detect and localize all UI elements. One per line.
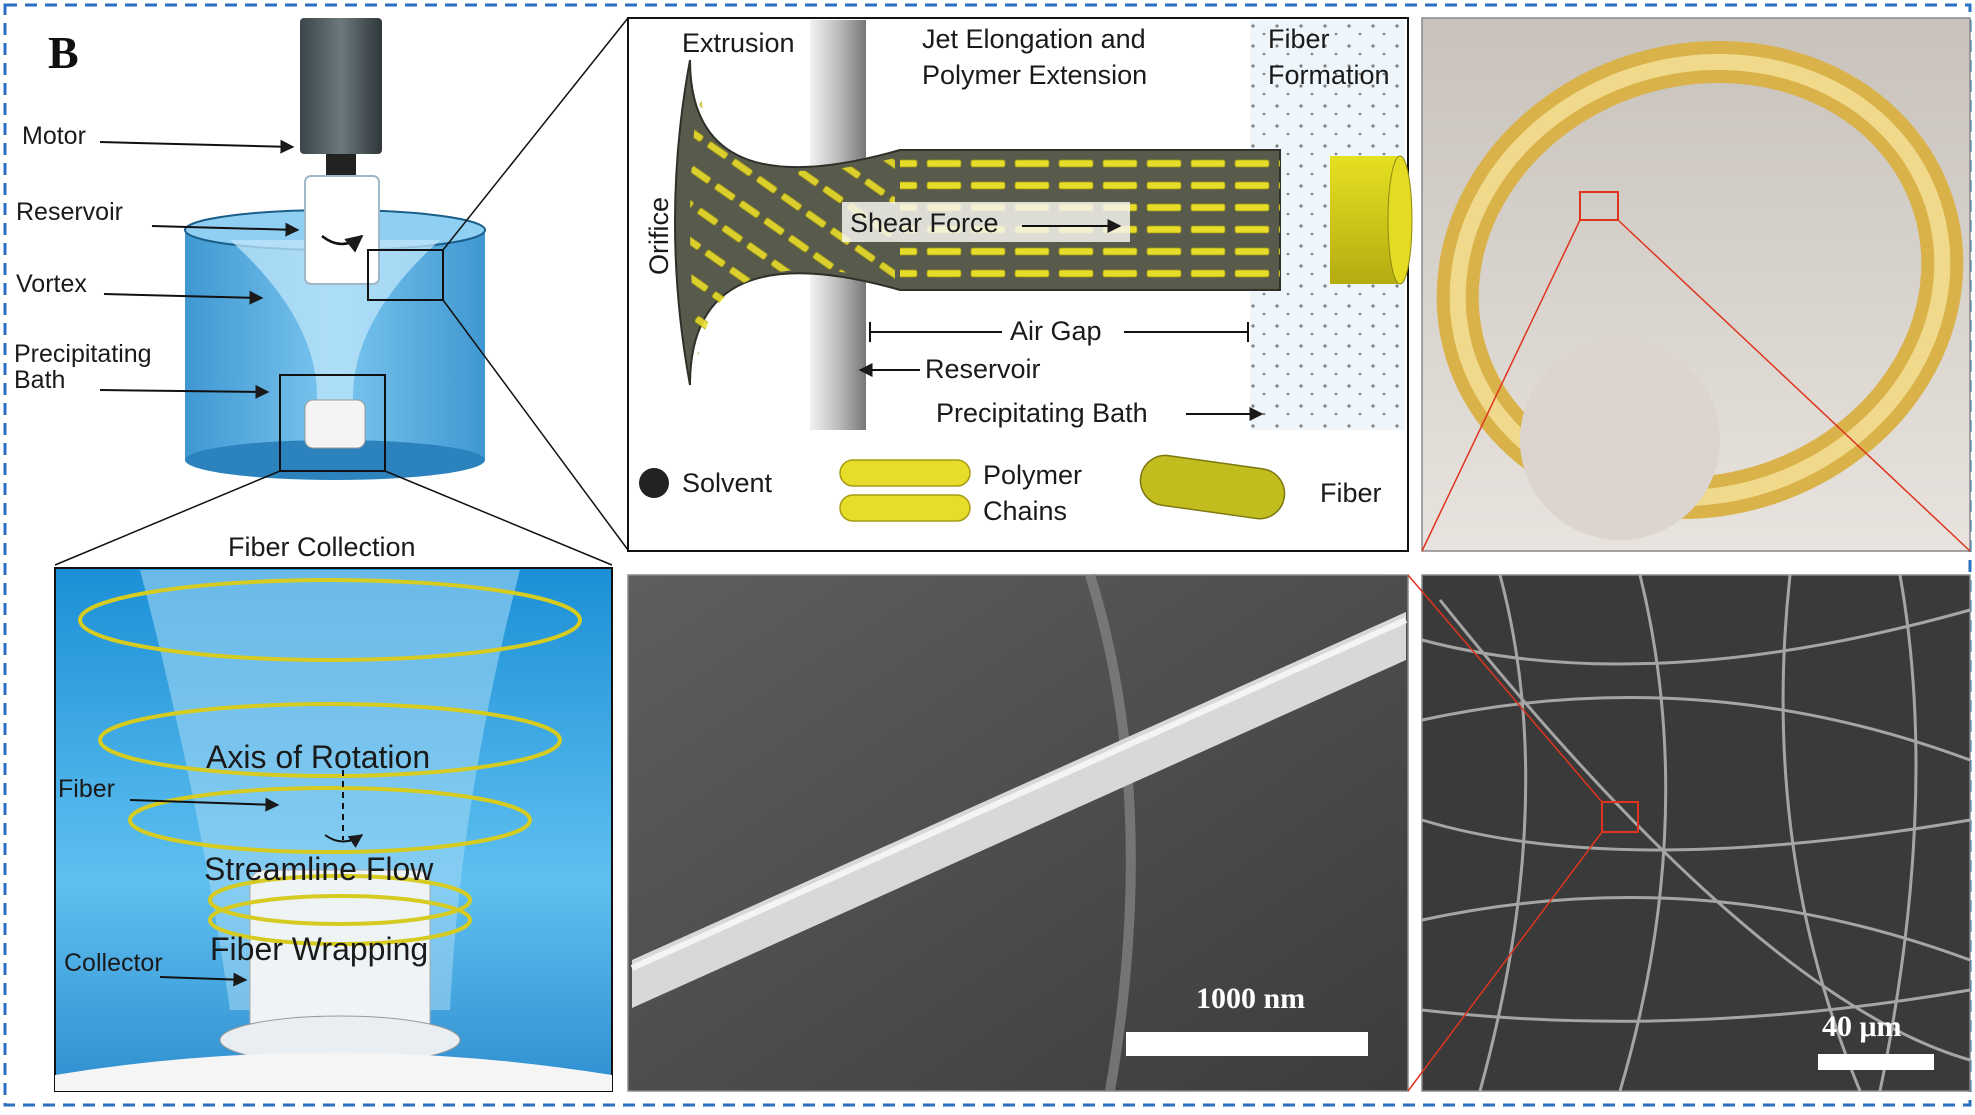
red-zoom-line-2 [1617, 219, 1971, 552]
reservoir-body [304, 175, 380, 285]
label-fiber-collection: Fiber [58, 775, 115, 803]
zoom-box-sem [1601, 801, 1639, 833]
label-orifice: Orifice [644, 197, 674, 275]
motor-shaft [326, 154, 356, 176]
arrow-reservoir [151, 222, 300, 237]
label-shear-force: Shear Force [850, 208, 999, 238]
sem-main-fiber-edge [630, 617, 1408, 971]
legend-polymer-2: Chains [983, 496, 1067, 526]
mat-fiber-9 [1878, 574, 1918, 1092]
shear-force-box [842, 202, 1130, 242]
zoom-box-ring [1579, 191, 1619, 221]
arrow-motor [99, 139, 295, 154]
legend-fiber-marker [1139, 454, 1286, 520]
label-reservoir-proc: Reservoir [925, 354, 1041, 384]
mat-fiber-1 [1421, 608, 1971, 666]
setup-illustration [184, 18, 486, 480]
legend-solvent: Solvent [682, 468, 773, 498]
fiber-loop-3 [128, 786, 532, 854]
vortex-funnel [230, 240, 440, 420]
fiber-ring-inner [1449, 53, 1951, 507]
sem-high-scale-bar [1126, 1032, 1368, 1056]
collection-illustration [55, 570, 612, 1091]
collection-title: Fiber Collection [228, 532, 416, 562]
legend-polymer-1: Polymer [983, 460, 1082, 490]
zoom-line-3 [54, 470, 281, 566]
zoom-line-1 [442, 17, 629, 251]
label-bath-2: Bath [14, 366, 65, 394]
process-diagram [639, 20, 1413, 522]
bath-floor [55, 1052, 612, 1091]
zoom-box-jet [367, 249, 444, 301]
label-collector: Collector [64, 949, 163, 977]
stage-jet-1: Jet Elongation and [922, 24, 1146, 54]
mat-fiber-3 [1421, 818, 1971, 852]
arrow-fiber-collection [129, 797, 280, 812]
arrow-collector [159, 972, 248, 987]
label-air-gap: Air Gap [1010, 316, 1102, 346]
fiber-loop-4 [208, 874, 472, 926]
red-zoom-line-3 [1407, 574, 1603, 803]
sem-low-scale-bar [1818, 1054, 1934, 1070]
bath-bottom [185, 440, 485, 480]
zoom-line-4 [384, 470, 613, 566]
fiber-ring-photo [1436, 40, 1964, 540]
legend-polymer-marker-2 [839, 494, 971, 522]
motor-body [300, 18, 382, 154]
label-wrapping: Fiber Wrapping [210, 931, 428, 967]
sem-fiber-mat [1421, 574, 1971, 1092]
sem-high-scale-label: 1000 nm [1196, 982, 1305, 1015]
legend-solvent-marker [639, 468, 669, 498]
stage-jet-2: Polymer Extension [922, 60, 1147, 90]
red-zoom-line-4 [1407, 831, 1603, 1092]
label-axis-rotation: Axis of Rotation [206, 739, 430, 775]
mat-fiber-5 [1421, 988, 1971, 1023]
mat-fiber-7 [1618, 574, 1668, 1092]
label-reservoir: Reservoir [16, 198, 123, 226]
fiber-loop-1 [78, 578, 582, 662]
label-streamline: Streamline Flow [204, 851, 434, 887]
rotation-arrow [321, 234, 364, 253]
arrow-vortex [103, 290, 264, 305]
dashed-frame [3, 3, 1972, 1107]
stage-fiber-1: Fiber [1268, 24, 1330, 54]
red-zoom-line-1 [1421, 219, 1581, 552]
stage-fiber-2: Formation [1268, 60, 1390, 90]
axis-rotation-arrow [324, 834, 364, 848]
label-motor: Motor [22, 122, 86, 150]
mat-fiber-4 [1421, 896, 1971, 962]
zoom-line-2 [442, 299, 629, 551]
mat-fiber-6 [1478, 574, 1528, 1092]
fiber-loop-2 [98, 702, 562, 778]
fiber-loop-5 [208, 894, 472, 946]
stage-extrusion: Extrusion [682, 28, 795, 58]
formed-fiber-end [1387, 155, 1413, 285]
mat-fiber-2 [1421, 696, 1971, 762]
label-precip-bath: Precipitating Bath [936, 398, 1148, 428]
legend-polymer-marker-1 [839, 459, 971, 487]
polymer-rods-random [690, 80, 895, 370]
label-bath-1: Precipitating [14, 340, 152, 368]
zoom-box-collector [279, 374, 386, 472]
panel-letter: B [48, 27, 79, 78]
inset-circle [1520, 340, 1720, 540]
arrow-bath [99, 384, 270, 399]
sem-low-scale-label: 40 μm [1822, 1010, 1902, 1043]
bath-collector [304, 399, 366, 449]
sem-curved-fiber [1085, 573, 1136, 1092]
label-vortex: Vortex [16, 270, 87, 298]
mat-fiber-8 [1781, 574, 1862, 1092]
sem-main-fiber [632, 612, 1406, 1008]
legend-fiber: Fiber [1320, 478, 1382, 508]
mat-fiber-10 [1438, 599, 1971, 1062]
